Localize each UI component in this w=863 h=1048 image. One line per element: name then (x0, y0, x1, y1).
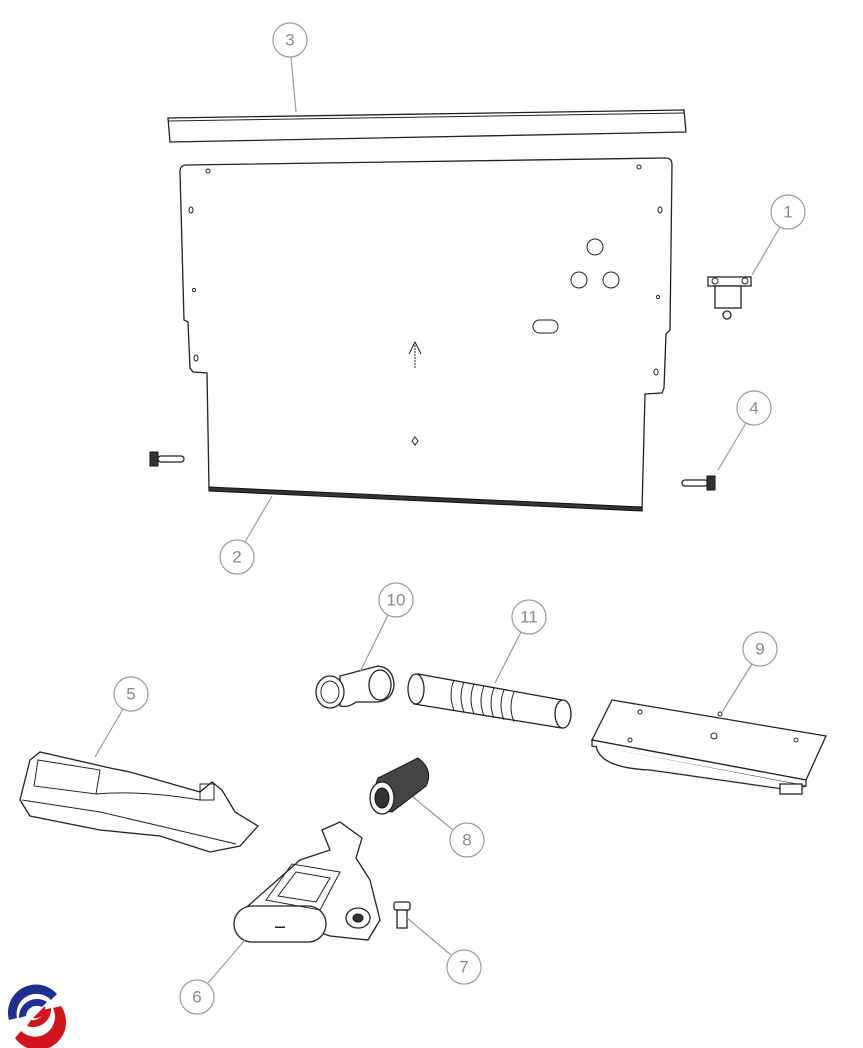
part-top-strip[interactable] (167, 109, 687, 143)
part-pin[interactable] (393, 901, 411, 929)
callout-11[interactable]: 11 (494, 599, 547, 684)
callout-3[interactable]: 3 (272, 22, 308, 113)
callout-4[interactable]: 4 (717, 390, 772, 471)
callout-label: 11 (520, 608, 538, 627)
part-clip-right[interactable] (681, 475, 716, 491)
callout-label: 8 (462, 831, 471, 850)
part-clip-left[interactable] (149, 451, 185, 467)
part-air-duct[interactable] (19, 751, 260, 853)
callout-8[interactable]: 8 (412, 796, 485, 858)
callout-label: 7 (459, 958, 468, 977)
callout-1[interactable]: 1 (751, 194, 806, 276)
callout-label: 1 (783, 203, 792, 222)
callouts: 3 1 4 2 10 11 9 5 8 7 6 (94, 22, 806, 1015)
direction-arrow-icon (408, 340, 422, 368)
callout-label: 9 (755, 640, 764, 659)
callout-label: 5 (126, 685, 135, 704)
callout-7[interactable]: 7 (406, 917, 482, 985)
callout-10[interactable]: 10 (359, 582, 414, 673)
callout-5[interactable]: 5 (94, 676, 149, 758)
part-corrugated-hose[interactable] (369, 757, 430, 815)
callout-label: 6 (192, 988, 201, 1007)
part-flexible-tube[interactable] (407, 673, 572, 729)
callout-2[interactable]: 2 (219, 495, 273, 575)
part-mounting-plate[interactable] (591, 699, 827, 795)
callout-label: 2 (232, 548, 241, 567)
callout-label: 4 (749, 399, 758, 418)
callout-9[interactable]: 9 (721, 631, 778, 713)
callout-label: 3 (285, 31, 294, 50)
nozzle-marking: ▬▬ (275, 924, 285, 930)
part-elbow-connector[interactable] (315, 665, 395, 709)
part-bracket[interactable] (707, 276, 752, 320)
callout-label: 10 (387, 591, 406, 610)
brand-logo (7, 984, 67, 1048)
part-base-panel[interactable] (179, 157, 673, 512)
callout-6[interactable]: 6 (179, 939, 246, 1015)
part-nozzle-housing[interactable]: ▬▬ (233, 821, 381, 943)
